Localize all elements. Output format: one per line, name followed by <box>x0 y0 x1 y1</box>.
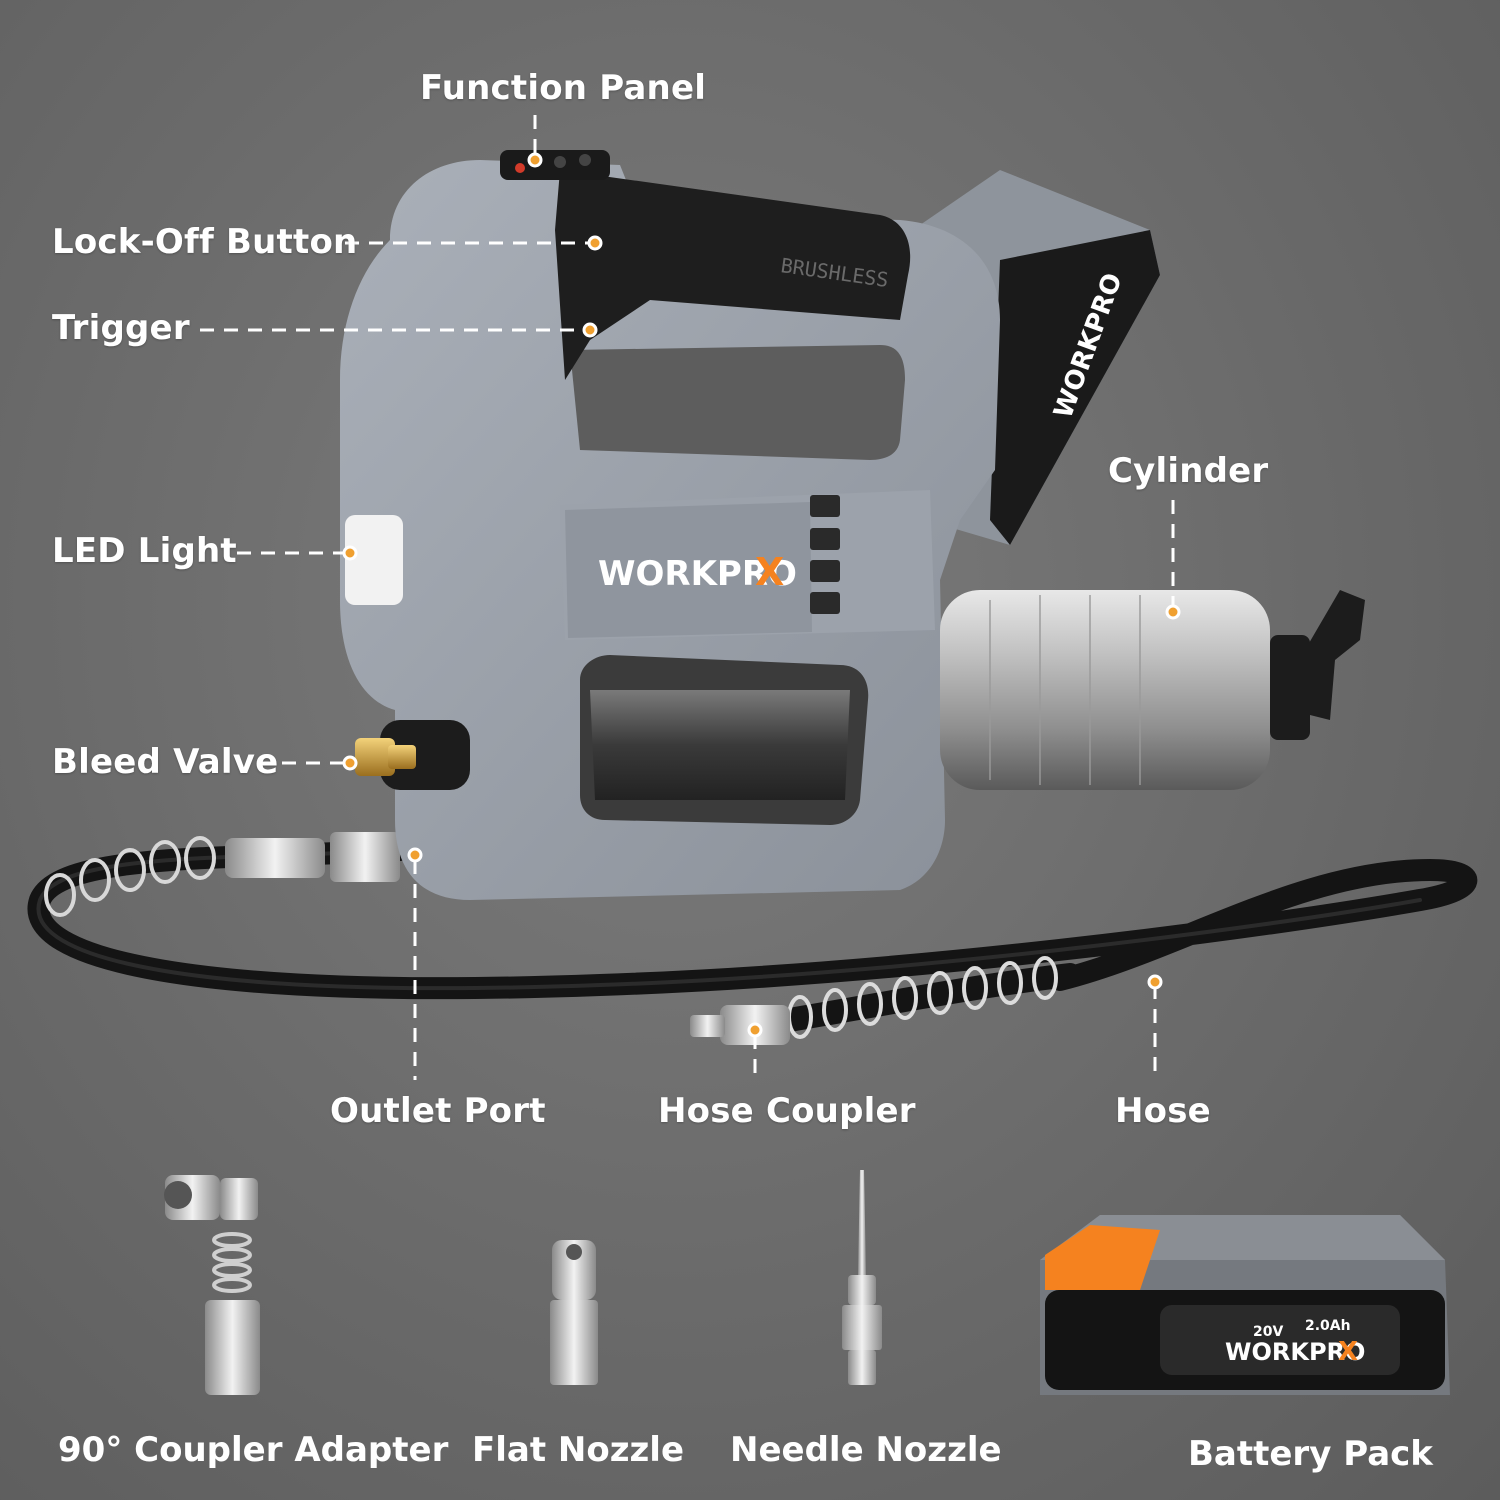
coupler-adapter-illustration <box>164 1175 260 1395</box>
label-bleed-valve: Bleed Valve <box>52 742 279 782</box>
label-led-light: LED Light <box>52 531 237 571</box>
hose-spring-left <box>44 836 216 917</box>
label-coupler-adapter: 90° Coupler Adapter <box>58 1430 449 1470</box>
needle-nozzle-illustration <box>842 1170 882 1385</box>
label-outlet-port: Outlet Port <box>330 1091 546 1131</box>
cylinder <box>940 590 1365 790</box>
battery-pack-illustration: 20V 2.0Ah WORKPRO X <box>1040 1215 1450 1395</box>
label-cylinder: Cylinder <box>1108 451 1269 491</box>
outlet-fitting <box>225 838 325 878</box>
body-brand-mark: X <box>755 550 784 594</box>
label-hose: Hose <box>1115 1091 1211 1131</box>
body-brand-wordmark: WORKPRO <box>598 554 797 594</box>
battery-capacity-label: 2.0Ah <box>1305 1318 1351 1334</box>
battery-brand-wordmark: WORKPRO <box>1225 1338 1365 1366</box>
battery-brand-mark: X <box>1338 1337 1358 1367</box>
battery-voltage-label: 20V <box>1253 1324 1283 1340</box>
hose-coupler-end <box>690 956 1082 1045</box>
bleed-valve <box>355 720 470 790</box>
outlet-nut <box>330 832 400 882</box>
label-lock-off-button: Lock-Off Button <box>52 222 358 262</box>
label-flat-nozzle: Flat Nozzle <box>472 1430 685 1470</box>
label-battery-pack: Battery Pack <box>1188 1434 1433 1474</box>
leader-lines <box>200 115 1175 1080</box>
label-hose-coupler: Hose Coupler <box>658 1091 916 1131</box>
label-trigger: Trigger <box>52 308 190 348</box>
marker-dots <box>342 152 1181 1038</box>
led-light <box>345 515 403 605</box>
flat-nozzle-illustration <box>550 1240 598 1385</box>
label-needle-nozzle: Needle Nozzle <box>730 1430 1002 1470</box>
tool-body: BRUSHLESS WORKPRO X <box>340 150 1000 900</box>
label-function-panel: Function Panel <box>420 68 707 108</box>
